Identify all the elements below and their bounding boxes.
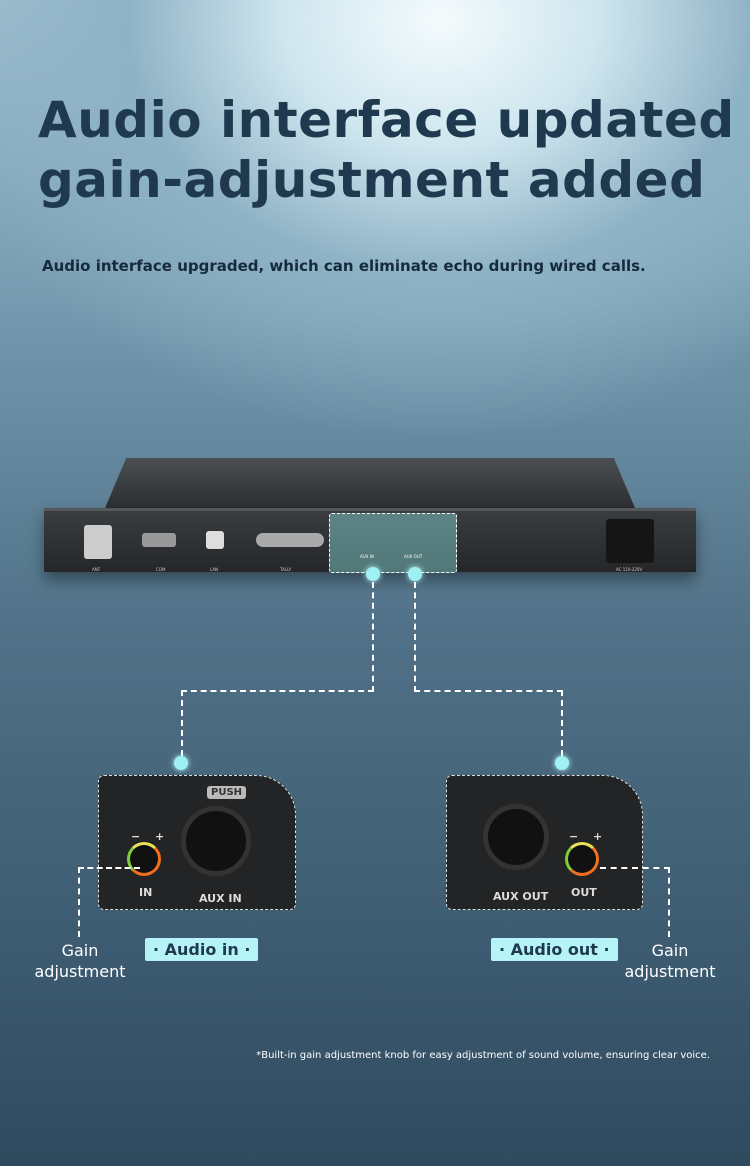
gain-pointer-line — [78, 867, 80, 937]
port-label: AUX IN — [360, 554, 374, 559]
connector-line — [414, 690, 563, 692]
port-label: AUX OUT — [404, 554, 423, 559]
subtitle: Audio interface upgraded, which can elim… — [42, 257, 646, 275]
audio-out-panel: − + OUT AUX OUT — [446, 775, 643, 910]
plus-label: + — [155, 830, 165, 843]
connector-line — [414, 582, 416, 692]
gain-pointer-line — [78, 867, 140, 869]
minus-label: − — [569, 830, 579, 843]
gain-label-left: Gain adjustment — [34, 941, 126, 981]
xlr-male-connector — [483, 804, 549, 870]
device-top — [105, 458, 635, 508]
minus-label: − — [131, 830, 141, 843]
power-socket — [606, 519, 654, 563]
audio-in-panel: PUSH − + IN AUX IN — [98, 775, 296, 910]
knob-label: IN — [139, 886, 153, 899]
gain-label-right: Gain adjustment — [624, 941, 716, 981]
gain-pointer-line — [668, 867, 670, 937]
connector-dot — [174, 756, 188, 770]
port-label: LAN — [210, 567, 219, 572]
push-tab: PUSH — [207, 786, 247, 799]
device-rear-panel: ANT COM LAN TALLY AC 110-220V — [44, 508, 696, 572]
port-label: ANT — [92, 567, 101, 572]
port-label: TALLY — [280, 567, 292, 572]
title-line-2: gain-adjustment added — [38, 151, 706, 209]
audio-port-highlight: AUX IN AUX OUT — [329, 513, 457, 573]
lan-port — [206, 531, 224, 549]
gain-knob-out[interactable] — [565, 842, 599, 876]
connector-line — [181, 690, 374, 692]
com-port — [142, 533, 176, 547]
port-label: AC 110-220V — [616, 567, 643, 572]
ant-port — [84, 525, 112, 559]
tally-port — [256, 533, 324, 547]
gain-pointer-line — [600, 867, 670, 869]
connector-label: AUX OUT — [493, 890, 549, 903]
gain-knob-in[interactable] — [127, 842, 161, 876]
connector-line — [181, 690, 183, 756]
connector-line — [372, 582, 374, 692]
connector-dot — [555, 756, 569, 770]
connector-dot — [408, 567, 422, 581]
port-label: COM — [156, 567, 166, 572]
title-line-1: Audio interface updated — [38, 91, 735, 149]
connector-dot — [366, 567, 380, 581]
connector-line — [561, 690, 563, 756]
plus-label: + — [593, 830, 603, 843]
audio-out-badge: · Audio out · — [491, 938, 618, 961]
connector-label: AUX IN — [199, 892, 242, 905]
footnote: *Built-in gain adjustment knob for easy … — [256, 1050, 710, 1061]
knob-label: OUT — [571, 886, 597, 899]
audio-in-badge: · Audio in · — [145, 938, 259, 961]
xlr-female-connector — [181, 806, 251, 876]
